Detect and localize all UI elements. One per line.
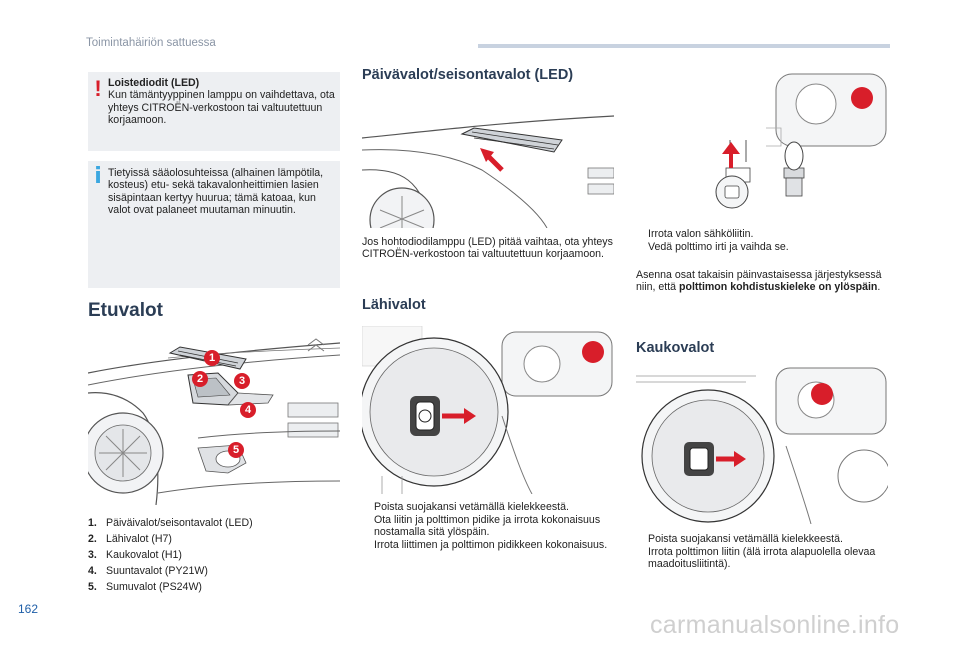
warning-box bbox=[88, 72, 340, 151]
warning-title: Loistediodit (LED) bbox=[108, 77, 200, 89]
bullet-icon bbox=[362, 539, 374, 552]
marker-4: 4 bbox=[240, 402, 256, 418]
info-box bbox=[88, 161, 340, 288]
list-item: 4.Suuntavalot (PY21W) bbox=[88, 564, 208, 577]
high-beam-heading: Kaukovalot bbox=[636, 340, 715, 356]
list-item: Irrota polttimon liitin (älä irrota alap… bbox=[636, 546, 888, 571]
list-item: Irrota liittimen ja polttimon pidikkeen … bbox=[362, 539, 614, 552]
bullet-icon bbox=[636, 546, 648, 571]
header-rule bbox=[478, 44, 890, 48]
bullet-icon bbox=[362, 514, 374, 539]
watermark: carmanualsonline.info bbox=[650, 611, 900, 639]
low-beam-steps: Poista suojakansi vetämällä kielekkeestä… bbox=[362, 501, 614, 551]
reassembly-text: Asenna osat takaisin päinvastaisessa jär… bbox=[636, 269, 882, 294]
bullet-icon bbox=[636, 533, 648, 546]
front-lights-illustration bbox=[82, 333, 341, 506]
list-item: Poista suojakansi vetämällä kielekkeestä… bbox=[636, 533, 888, 546]
running-header: Toimintahäiriön sattuessa bbox=[86, 37, 216, 49]
drl-illustration bbox=[361, 110, 615, 253]
front-lights-heading: Etuvalot bbox=[88, 300, 163, 321]
list-item: 2.Lähivalot (H7) bbox=[88, 532, 172, 545]
drl-text: Jos hohtodiodilamppu (LED) pitää vaihtaa… bbox=[362, 236, 613, 261]
list-item: 3.Kaukovalot (H1) bbox=[88, 548, 182, 561]
bullet-icon bbox=[362, 501, 374, 514]
list-item: 1.Päiväivalot/seisontavalot (LED) bbox=[88, 517, 253, 529]
info-icon: i bbox=[94, 164, 102, 189]
warning-icon: ! bbox=[94, 76, 102, 101]
list-item: Ota liitin ja polttimon pidike ja irrota… bbox=[362, 514, 614, 539]
front-lights-list: 1.Päiväivalot/seisontavalot (LED) 2.Lähi… bbox=[88, 517, 340, 594]
marker-1: 1 bbox=[204, 350, 220, 366]
drl-heading: Päivävalot/seisontavalot (LED) bbox=[362, 67, 574, 83]
marker-5: 5 bbox=[228, 442, 244, 458]
list-item: 5.Sumuvalot (PS24W) bbox=[88, 580, 202, 593]
high-beam-steps: Poista suojakansi vetämällä kielekkeestä… bbox=[636, 533, 888, 571]
high-beam-illustration bbox=[636, 366, 891, 525]
list-item: Vedä polttimo irti ja vaihda se. bbox=[636, 241, 888, 254]
list-item: Irrota valon sähköliitin. bbox=[636, 228, 888, 241]
warning-content: Loistediodit (LED) Kun tämäntyyppinen la… bbox=[108, 77, 336, 127]
bulb-change-steps: Irrota valon sähköliitin. Vedä polttimo … bbox=[636, 228, 888, 253]
bullet-icon bbox=[636, 228, 648, 241]
info-text: Tietyissä sääolosuhteissa (alhainen lämp… bbox=[108, 167, 324, 217]
warning-text: Kun tämäntyyppinen lamppu on vaihdettava… bbox=[108, 89, 335, 127]
bullet-icon bbox=[636, 241, 648, 254]
page-number: 162 bbox=[18, 602, 39, 616]
marker-3: 3 bbox=[234, 373, 250, 389]
marker-2: 2 bbox=[192, 371, 208, 387]
low-beam-illustration bbox=[359, 325, 614, 495]
low-beam-heading: Lähivalot bbox=[362, 297, 426, 313]
bulb-removal-illustration bbox=[636, 68, 888, 218]
list-item: Poista suojakansi vetämällä kielekkeestä… bbox=[362, 501, 614, 514]
